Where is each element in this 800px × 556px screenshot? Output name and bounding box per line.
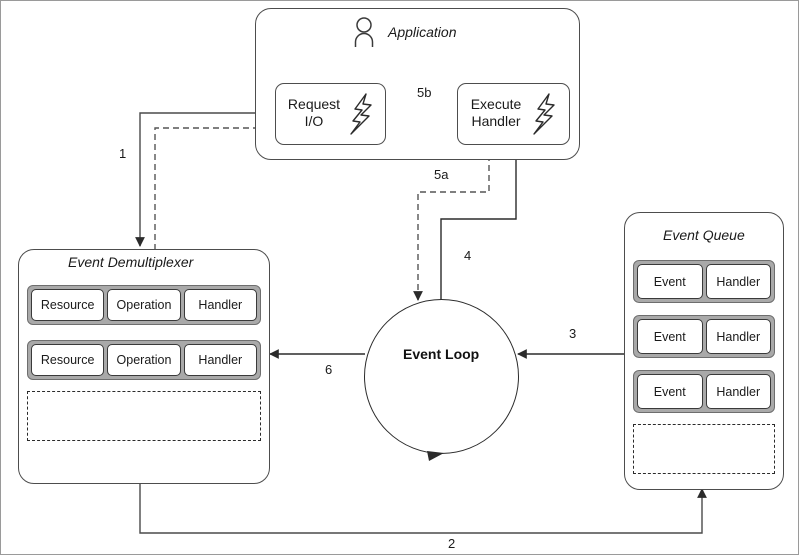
event-loop-label: Event Loop bbox=[403, 346, 480, 362]
event-queue-cell-label: Handler bbox=[716, 274, 761, 289]
event-queue-cell-label: Handler bbox=[716, 384, 761, 399]
request-io-line1: Request bbox=[287, 96, 341, 112]
demux-cell[interactable]: Handler bbox=[183, 289, 257, 321]
event-queue-cell[interactable]: Handler bbox=[705, 319, 771, 354]
demux-cell-label: Operation bbox=[116, 353, 172, 367]
event-queue-cell[interactable]: Handler bbox=[705, 264, 771, 299]
edge-2-path bbox=[139, 484, 707, 534]
event-queue-cell-label: Event bbox=[653, 329, 686, 344]
edge-1-dashed-path bbox=[154, 123, 271, 250]
event-queue-row[interactable]: Event Handler bbox=[633, 260, 775, 303]
demux-cell[interactable]: Operation bbox=[107, 344, 181, 376]
execute-handler-line1: Execute bbox=[470, 96, 522, 112]
lightning-bolt-icon bbox=[530, 92, 560, 136]
event-queue-cell[interactable]: Event bbox=[637, 319, 703, 354]
execute-handler-label: Execute Handler bbox=[463, 96, 529, 130]
lightning-bolt-icon bbox=[347, 92, 377, 136]
execute-handler-box[interactable] bbox=[457, 83, 570, 145]
demux-row[interactable]: Resource Operation Handler bbox=[27, 340, 261, 380]
demux-cell[interactable]: Resource bbox=[31, 289, 105, 321]
demux-cell[interactable]: Operation bbox=[107, 289, 181, 321]
edge-label-6: 6 bbox=[325, 362, 333, 377]
event-queue-cell[interactable]: Event bbox=[637, 374, 703, 409]
request-io-line2: I/O bbox=[304, 113, 324, 129]
event-queue-cell-label: Event bbox=[653, 384, 686, 399]
execute-handler-line2: Handler bbox=[471, 113, 521, 129]
edge-label-2: 2 bbox=[448, 536, 456, 551]
demux-cell-label: Resource bbox=[40, 353, 95, 367]
demux-empty-row[interactable] bbox=[27, 391, 261, 441]
edge-1-path bbox=[135, 112, 275, 247]
edge-5a-path bbox=[413, 145, 490, 301]
event-queue-label: Event Queue bbox=[663, 227, 745, 243]
rotation-arrow-icon bbox=[427, 451, 444, 461]
event-demultiplexer-label: Event Demultiplexer bbox=[68, 254, 194, 270]
event-queue-cell[interactable]: Event bbox=[637, 264, 703, 299]
demux-cell-label: Handler bbox=[198, 298, 243, 312]
edge-label-4: 4 bbox=[464, 248, 472, 263]
edge-4-path bbox=[440, 146, 521, 356]
person-icon bbox=[352, 16, 376, 48]
demux-cell-label: Resource bbox=[40, 298, 95, 312]
demux-cell-label: Operation bbox=[116, 298, 172, 312]
event-queue-cell-label: Event bbox=[653, 274, 686, 289]
demux-row[interactable]: Resource Operation Handler bbox=[27, 285, 261, 325]
demux-cell[interactable]: Handler bbox=[183, 344, 257, 376]
edge-label-5a: 5a bbox=[434, 167, 449, 182]
edge-label-1: 1 bbox=[119, 146, 127, 161]
edge-label-3: 3 bbox=[569, 326, 577, 341]
event-queue-cell-label: Handler bbox=[716, 329, 761, 344]
event-queue-empty-row[interactable] bbox=[633, 424, 775, 474]
event-loop-circle[interactable] bbox=[364, 299, 519, 454]
event-queue-row[interactable]: Event Handler bbox=[633, 370, 775, 413]
edge-label-5b: 5b bbox=[417, 85, 432, 100]
application-label: Application bbox=[388, 24, 457, 40]
event-queue-row[interactable]: Event Handler bbox=[633, 315, 775, 358]
request-io-label: Request I/O bbox=[281, 96, 347, 130]
demux-cell-label: Handler bbox=[198, 353, 243, 367]
request-io-box[interactable] bbox=[275, 83, 386, 145]
event-queue-cell[interactable]: Handler bbox=[705, 374, 771, 409]
demux-cell[interactable]: Resource bbox=[31, 344, 105, 376]
